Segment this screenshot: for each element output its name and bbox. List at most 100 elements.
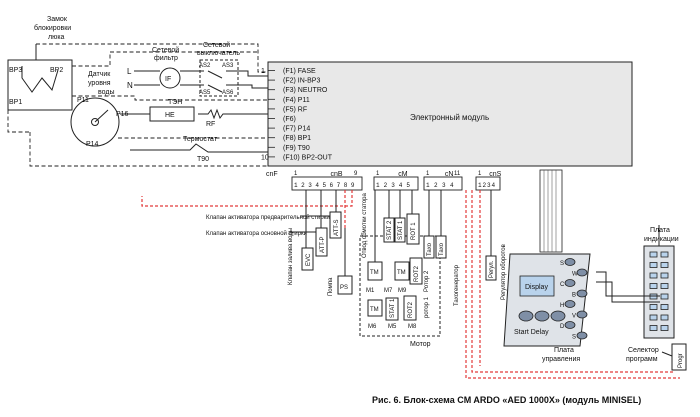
lock-bp1: BP1 (9, 99, 22, 106)
switch-as5: AS5 (199, 90, 211, 96)
sw-contact-1 (207, 70, 223, 79)
switch-title-1: Сетевой (203, 41, 230, 49)
heater-he: HE (165, 112, 175, 119)
motor-m7: M7 (384, 288, 393, 294)
ntc-part: Регул. (489, 260, 495, 278)
control-label-1: Плата (554, 347, 574, 354)
selector-box (671, 343, 687, 371)
connector-name: cnB (331, 171, 343, 178)
heater-title: ТЭН (168, 99, 182, 106)
motor-m9: M9 (398, 288, 407, 294)
selector-label-1: Селектор (628, 347, 659, 354)
dash-bp1 (7, 110, 30, 133)
control-label-2: управления (542, 356, 580, 363)
connector-pin: 4 (450, 182, 454, 189)
motor-tm-top: TM (370, 270, 379, 276)
lock-bp3: BP3 (9, 67, 22, 74)
connector-pin: 1 (376, 182, 380, 189)
thermostat-t90: T90 (197, 156, 209, 163)
motor-winding-label: Отвод обмотки статора (362, 192, 368, 258)
motor-tm-mid: TM (397, 270, 406, 276)
side-button[interactable] (576, 268, 588, 277)
ribbon-cable (539, 169, 563, 253)
connector-first: 1 (294, 171, 298, 177)
side-button[interactable] (564, 258, 576, 266)
module-pin-label: (F5) RF (283, 106, 307, 113)
lock-box (7, 59, 73, 111)
side-button[interactable] (564, 279, 576, 287)
mains-n: N (127, 81, 133, 90)
motor-tm-bot: TM (370, 307, 379, 313)
figure-caption: Рис. 6. Блок-схема CM ARDO «AED 1000X» (… (372, 395, 641, 405)
switch-as6: AS6 (222, 90, 234, 96)
connector-pin: 1 (478, 182, 482, 189)
connector-pin: 6 (330, 182, 334, 189)
thermostat-wire (130, 143, 268, 153)
filter-title-2: фильтр (154, 55, 178, 62)
display-screen (519, 275, 555, 297)
side-button-letter: S (572, 335, 576, 341)
indication-board (643, 245, 675, 339)
connector-last: 9 (354, 171, 358, 177)
motor-rot2b: ROT2 (408, 301, 414, 318)
connector-pin: 9 (351, 182, 355, 189)
valve-evc-box (301, 247, 314, 271)
tacho-left: Тахо (427, 242, 433, 256)
indicator-led (649, 283, 658, 289)
motor-rot2: ROT2 (414, 265, 420, 282)
side-button[interactable] (576, 310, 588, 319)
connector-pin: 3 (308, 182, 312, 189)
motor-rot2-box (409, 257, 423, 285)
motor-m6: M6 (368, 324, 377, 330)
control-button-3[interactable] (550, 310, 566, 322)
module-pin-number: 10 (261, 154, 269, 161)
sw-out-top (226, 70, 268, 77)
connector-pin: 7 (337, 182, 341, 189)
heater-rf: RF (206, 121, 215, 128)
side-button-letter: C (560, 282, 565, 288)
indicator-led (649, 262, 658, 268)
indicator-led (649, 272, 658, 279)
connector-name: cM (398, 171, 408, 178)
side-button-letter: D (560, 324, 565, 330)
side-button[interactable] (564, 300, 576, 308)
indication-label-1: Плата (650, 227, 670, 234)
dash-bp2 (72, 51, 258, 67)
red-wire-1 (141, 190, 353, 207)
valve-evc-label: Клапан залива воды (288, 228, 294, 285)
module-pin-label: (F10) BP2-OUT (283, 154, 333, 161)
motor-rotor2: Ротор 2 (424, 270, 430, 292)
switch-box (199, 59, 239, 97)
side-button[interactable] (576, 331, 588, 340)
lock-bp2: BP2 (50, 67, 63, 74)
motor-stat1: STAT 1 (398, 220, 404, 240)
indicator-led (660, 314, 669, 321)
connector-cN (423, 176, 463, 191)
control-button-1[interactable] (518, 310, 534, 322)
selector-part: Progr (678, 353, 684, 368)
connector-pin: 8 (344, 182, 348, 189)
side-button-letter: H (560, 303, 564, 309)
connector-pin: 3 (487, 182, 491, 189)
selector-label-2: программ (626, 356, 658, 363)
red-wire-3 (465, 190, 680, 379)
connector-pin: 5 (406, 182, 410, 189)
indicator-led (649, 314, 658, 321)
control-button-2[interactable] (534, 310, 550, 322)
valve-prewash-label: Клапан активатора предварительной стирки (206, 214, 330, 221)
selector-leader (661, 351, 673, 357)
connector-pin: 2 (301, 182, 305, 189)
dash-top (36, 43, 268, 73)
side-button-letter: V (572, 314, 576, 320)
side-button[interactable] (576, 289, 588, 298)
side-button[interactable] (564, 321, 576, 329)
connector-first: 1 (478, 171, 482, 177)
module-pin-label: (F8) BP1 (283, 135, 311, 142)
module-cnf: cnF (266, 171, 278, 178)
motor-rot1: ROT 1 (411, 222, 417, 240)
rf-resistor (198, 108, 268, 120)
